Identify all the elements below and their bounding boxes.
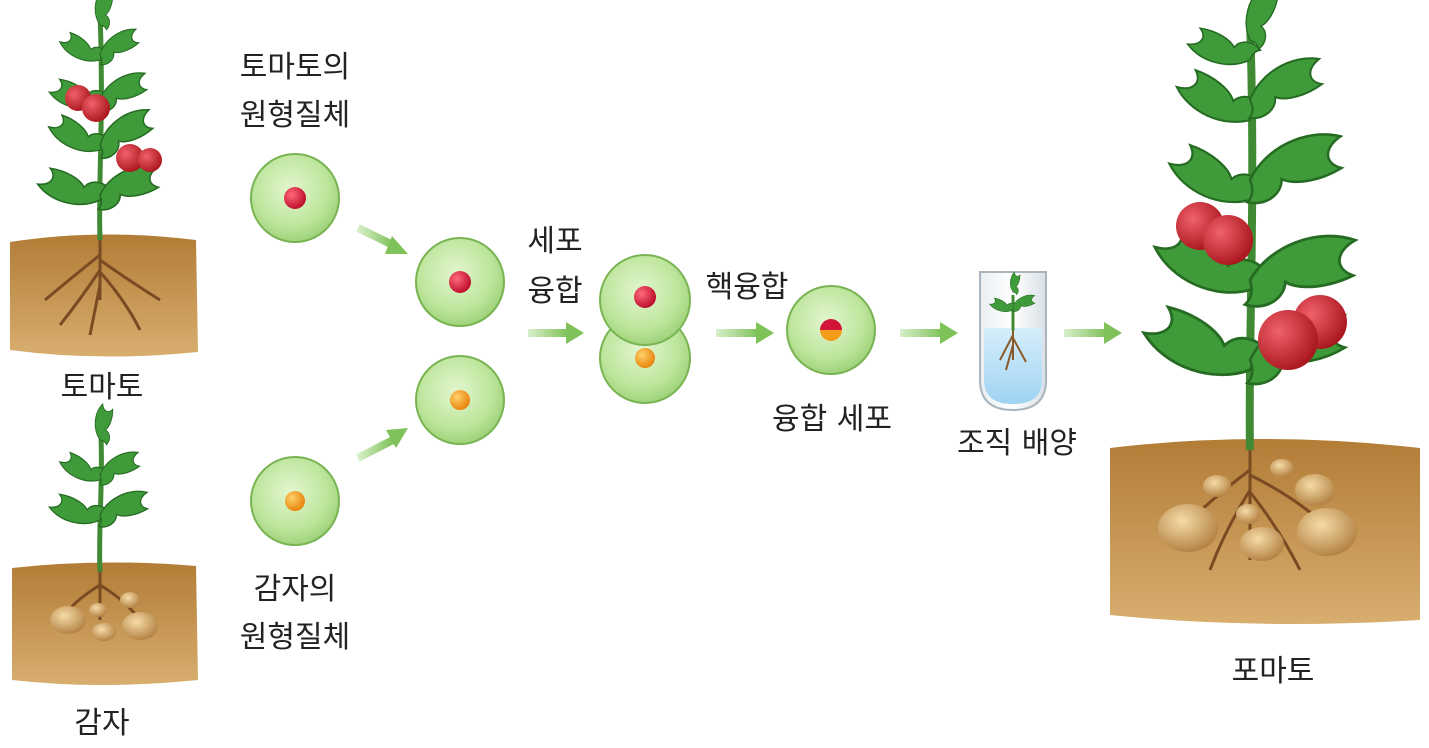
test-tube — [979, 271, 1047, 412]
potato-plant — [12, 402, 198, 685]
tomato-roots — [44, 240, 161, 336]
tomato-protoplast-label-line2: 원형질체 — [239, 98, 351, 133]
fused-cell-label: 융합 세포 — [772, 402, 892, 437]
potato-protoplast-label-line1: 감자의 — [253, 572, 337, 607]
arrow-cell-fusion — [528, 322, 584, 344]
pomato-fruits — [1176, 202, 1347, 370]
tomato-nucleus — [284, 187, 306, 209]
arrow-nuclear-fusion — [716, 322, 774, 344]
tomato-plant — [10, 0, 198, 357]
potato-stem — [97, 419, 104, 573]
pomato-tubers — [1158, 459, 1357, 561]
cell-fusion-label-line2: 융합 — [527, 274, 583, 309]
arrow-to-pomato — [1064, 322, 1122, 344]
potato-label: 감자 — [74, 706, 130, 741]
potato-nucleus — [285, 491, 305, 511]
nuclear-fusion-label: 핵융합 — [705, 270, 789, 305]
arrow-tomato-to-cell — [356, 224, 408, 254]
fusing-cells — [599, 254, 691, 404]
potato-protoplast-label-line2: 원형질체 — [239, 620, 351, 655]
potato-leaves — [46, 402, 154, 534]
tomato-fruits — [65, 85, 162, 172]
tomato-protoplast-cell — [250, 153, 340, 243]
potato-cell-stage2 — [415, 355, 505, 445]
tomato-soil — [10, 234, 198, 357]
arrow-to-culture — [900, 322, 958, 344]
arrow-potato-to-cell — [356, 428, 408, 462]
tissue-culture-label: 조직 배양 — [957, 426, 1077, 461]
cell-fusion-label-line1: 세포 — [527, 224, 583, 259]
tomato-label: 토마토 — [60, 370, 144, 405]
potato-protoplast-cell — [250, 456, 340, 546]
pomato-label: 포마토 — [1231, 654, 1315, 689]
arrows — [356, 224, 1122, 462]
culture-medium — [984, 328, 1042, 404]
fused-cell — [786, 285, 876, 375]
tomato-protoplast-label-line1: 토마토의 — [239, 50, 351, 85]
pomato-plant — [1110, 0, 1420, 624]
tomato-cell-stage2 — [415, 237, 505, 327]
potato-tubers — [50, 592, 158, 641]
